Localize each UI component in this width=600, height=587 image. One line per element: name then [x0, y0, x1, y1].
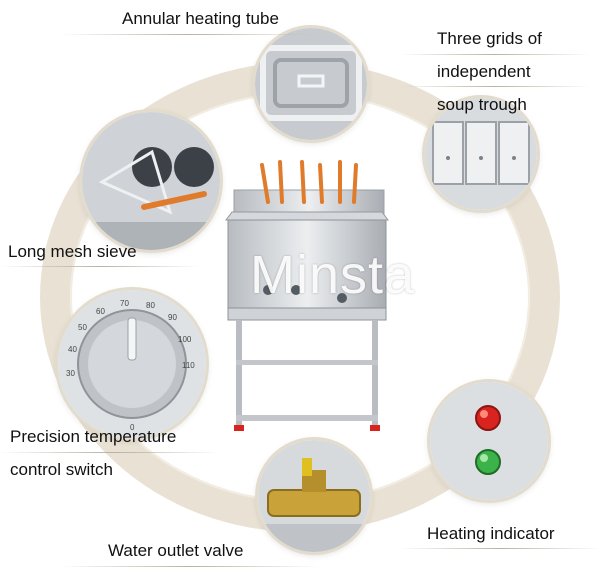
heating-tube-icon [255, 28, 367, 140]
label-underline [0, 452, 220, 453]
dial-tick: 100 [178, 335, 192, 344]
dial-tick: 110 [182, 361, 195, 370]
dial-tick: 40 [68, 345, 77, 354]
label-underline [0, 266, 200, 267]
watermark: Minsta [250, 245, 416, 305]
noodle-cooker-image [225, 160, 389, 431]
label-annular-heating-tube: Annular heating tube [122, 9, 279, 28]
dial-tick: 0 [130, 423, 135, 432]
label-three-grids-2: independent [437, 62, 531, 81]
label-underline [400, 54, 590, 55]
temperature-dial-image: 30 40 50 60 70 80 90 100 110 0 [58, 290, 206, 438]
water-outlet-valve-image [258, 440, 370, 552]
label-precision-1: Precision temperature [10, 427, 177, 446]
label-long-mesh-sieve: Long mesh sieve [8, 242, 137, 261]
valve-icon [258, 440, 370, 552]
heating-indicator-image [430, 382, 548, 500]
label-water-outlet-valve: Water outlet valve [108, 541, 244, 560]
temperature-dial-icon: 30 40 50 60 70 80 90 100 110 0 [58, 290, 206, 438]
indicator-lights-icon [430, 382, 548, 500]
dial-tick: 70 [120, 299, 129, 308]
label-precision-2: control switch [10, 460, 113, 479]
mesh-sieve-icon [82, 112, 220, 250]
long-mesh-sieve-image [82, 112, 220, 250]
label-heating-indicator: Heating indicator [427, 524, 555, 543]
dial-tick: 30 [66, 369, 75, 378]
label-three-grids-1: Three grids of [437, 29, 542, 48]
label-underline [400, 86, 590, 87]
dial-tick: 50 [78, 323, 87, 332]
label-underline [60, 34, 320, 35]
label-underline [60, 566, 320, 567]
dial-tick: 80 [146, 301, 155, 310]
label-underline [400, 548, 600, 549]
dial-tick: 90 [168, 313, 177, 322]
label-three-grids-3: soup trough [437, 95, 527, 114]
annular-heating-tube-image [255, 28, 367, 140]
dial-tick: 60 [96, 307, 105, 316]
soup-trough-image [425, 98, 537, 210]
soup-trough-icon [425, 98, 537, 210]
